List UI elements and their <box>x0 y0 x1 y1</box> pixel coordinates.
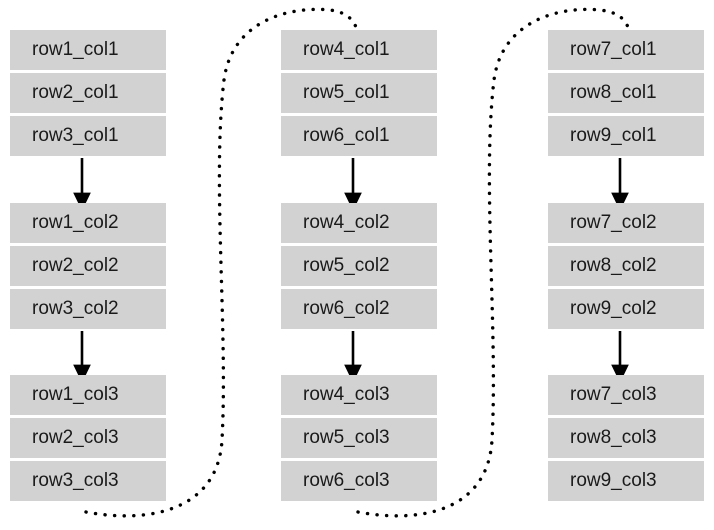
column-group-3: row7_col1 row8_col1 row9_col1 row7_col2 row8… <box>548 0 704 530</box>
table-row-label: row3_col3 <box>32 470 119 491</box>
table-row-label: row1_col1 <box>32 39 119 60</box>
table-row-label: row5_col2 <box>303 255 390 276</box>
table-row-label: row9_col2 <box>570 298 657 319</box>
table-row-label: row4_col1 <box>303 39 390 60</box>
arrow-group <box>73 158 629 383</box>
table-row-label: row9_col1 <box>570 125 657 146</box>
table-row[interactable]: row8_col2 <box>548 246 704 286</box>
table-row[interactable]: row6_col3 <box>281 461 437 501</box>
table-row[interactable]: row5_col2 <box>281 246 437 286</box>
table-row[interactable]: row7_col1 <box>548 30 704 70</box>
table-row-label: row2_col3 <box>32 427 119 448</box>
group-2-block-col3: row4_col3 row5_col3 row6_col3 <box>281 375 437 501</box>
table-row[interactable]: row4_col2 <box>281 203 437 243</box>
table-row-label: row2_col2 <box>32 255 119 276</box>
table-row-label: row1_col2 <box>32 212 119 233</box>
table-row[interactable]: row1_col3 <box>10 375 166 415</box>
table-row[interactable]: row7_col2 <box>548 203 704 243</box>
table-row[interactable]: row5_col1 <box>281 73 437 113</box>
table-row-label: row8_col2 <box>570 255 657 276</box>
group-1-block-col2: row1_col2 row2_col2 row3_col2 <box>10 203 166 329</box>
dotted-connector-group <box>84 7 630 518</box>
table-row[interactable]: row9_col2 <box>548 289 704 329</box>
table-row-label: row3_col2 <box>32 298 119 319</box>
table-row[interactable]: row4_col1 <box>281 30 437 70</box>
table-row-label: row5_col1 <box>303 82 390 103</box>
table-row[interactable]: row8_col3 <box>548 418 704 458</box>
table-row[interactable]: row2_col1 <box>10 73 166 113</box>
table-row[interactable]: row6_col1 <box>281 116 437 156</box>
dotted-connector-group2-to-group3 <box>356 7 630 518</box>
group-1-block-col1: row1_col1 row2_col1 row3_col1 <box>10 30 166 156</box>
column-group-2: row4_col1 row5_col1 row6_col1 row4_col2 row5… <box>281 0 437 530</box>
table-row[interactable]: row2_col2 <box>10 246 166 286</box>
table-row-label: row8_col3 <box>570 427 657 448</box>
table-row-label: row6_col2 <box>303 298 390 319</box>
table-row[interactable]: row7_col3 <box>548 375 704 415</box>
table-row[interactable]: row9_col1 <box>548 116 704 156</box>
column-group-1: row1_col1 row2_col1 row3_col1 row1_col2 row2… <box>10 0 166 530</box>
table-row[interactable]: row9_col3 <box>548 461 704 501</box>
group-3-block-col1: row7_col1 row8_col1 row9_col1 <box>548 30 704 156</box>
table-row[interactable]: row1_col2 <box>10 203 166 243</box>
table-row-label: row4_col3 <box>303 384 390 405</box>
table-row-label: row5_col3 <box>303 427 390 448</box>
table-row-label: row4_col2 <box>303 212 390 233</box>
group-3-block-col3: row7_col3 row8_col3 row9_col3 <box>548 375 704 501</box>
table-row-label: row3_col1 <box>32 125 119 146</box>
dotted-connector-group1-to-group2 <box>84 7 358 518</box>
table-row-label: row7_col2 <box>570 212 657 233</box>
table-row[interactable]: row3_col2 <box>10 289 166 329</box>
table-row-label: row8_col1 <box>570 82 657 103</box>
table-row[interactable]: row4_col3 <box>281 375 437 415</box>
group-3-block-col2: row7_col2 row8_col2 row9_col2 <box>548 203 704 329</box>
table-row-label: row7_col3 <box>570 384 657 405</box>
table-row-label: row7_col1 <box>570 39 657 60</box>
group-2-block-col2: row4_col2 row5_col2 row6_col2 <box>281 203 437 329</box>
table-row-label: row2_col1 <box>32 82 119 103</box>
group-2-block-col1: row4_col1 row5_col1 row6_col1 <box>281 30 437 156</box>
table-row[interactable]: row6_col2 <box>281 289 437 329</box>
table-row[interactable]: row1_col1 <box>10 30 166 70</box>
table-row[interactable]: row8_col1 <box>548 73 704 113</box>
group-1-block-col3: row1_col3 row2_col3 row3_col3 <box>10 375 166 501</box>
table-row-label: row1_col3 <box>32 384 119 405</box>
table-row[interactable]: row2_col3 <box>10 418 166 458</box>
table-row[interactable]: row3_col1 <box>10 116 166 156</box>
table-row-label: row9_col3 <box>570 470 657 491</box>
table-row-label: row6_col1 <box>303 125 390 146</box>
table-row[interactable]: row5_col3 <box>281 418 437 458</box>
table-row[interactable]: row3_col3 <box>10 461 166 501</box>
table-row-label: row6_col3 <box>303 470 390 491</box>
